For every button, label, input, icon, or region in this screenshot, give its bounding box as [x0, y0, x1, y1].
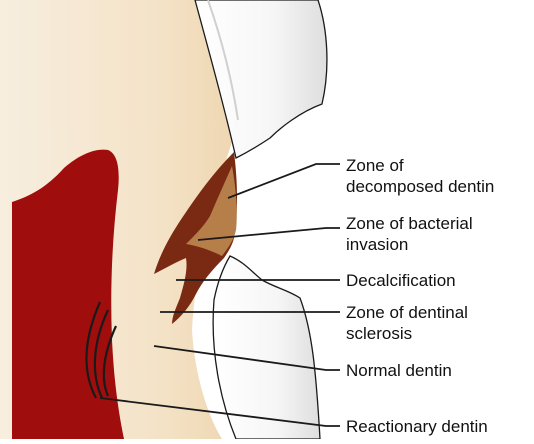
enamel-lower	[213, 256, 320, 439]
label-bacterial-invasion: Zone of bacterial invasion	[346, 213, 473, 255]
label-reactionary-dentin: Reactionary dentin	[346, 416, 488, 437]
label-decomposed-dentin: Zone of decomposed dentin	[346, 155, 494, 197]
label-normal-dentin: Normal dentin	[346, 360, 452, 381]
label-dentinal-sclerosis: Zone of dentinal sclerosis	[346, 302, 468, 344]
label-decalcification: Decalcification	[346, 270, 456, 291]
leader-line-decomposed	[228, 164, 340, 198]
